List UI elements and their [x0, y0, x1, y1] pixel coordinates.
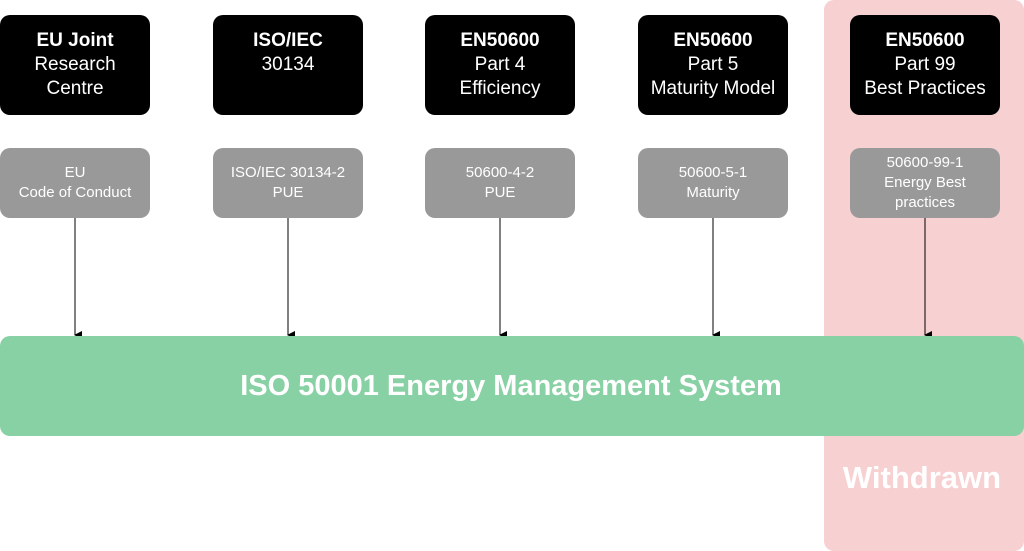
standard-label: PUE	[484, 184, 516, 201]
withdrawn-label: Withdrawn	[842, 460, 1002, 495]
header-subtitle: 30134	[261, 54, 315, 75]
standard-label: 50600-99-1	[886, 154, 964, 171]
header-title: EN50600	[460, 30, 540, 51]
header-subtitle: Centre	[46, 78, 104, 99]
header-title: ISO/IEC	[253, 30, 323, 51]
header-title: EU Joint	[36, 30, 114, 51]
ems-bar-label: ISO 50001 Energy Management System	[240, 369, 782, 402]
standard-label: 50600-4-2	[465, 164, 535, 181]
standard-label: practices	[894, 194, 956, 211]
header-subtitle: Part 99	[894, 54, 956, 75]
standard-label: ISO/IEC 30134-2	[230, 164, 346, 181]
header-subtitle: Maturity Model	[650, 78, 776, 99]
standard-label: PUE	[272, 184, 304, 201]
standard-label: Code of Conduct	[18, 184, 132, 201]
header-subtitle: Efficiency	[459, 78, 541, 99]
header-subtitle: Research	[34, 54, 116, 75]
header-subtitle: Part 5	[687, 54, 739, 75]
standard-label: EU	[64, 164, 86, 181]
standard-label: 50600-5-1	[678, 164, 748, 181]
header-subtitle: Best Practices	[864, 78, 986, 99]
standard-box-eu-jrc: EU Code of Conduct	[0, 148, 150, 218]
ems-bar: ISO 50001 Energy Management System	[0, 336, 1024, 436]
standard-label: Maturity	[686, 184, 740, 201]
header-box-iso-iec-30134: ISO/IEC 30134	[213, 15, 363, 115]
header-title: EN50600	[885, 30, 965, 51]
standard-label: Energy Best	[884, 174, 966, 191]
header-title: EN50600	[673, 30, 753, 51]
header-subtitle: Part 4	[474, 54, 526, 75]
